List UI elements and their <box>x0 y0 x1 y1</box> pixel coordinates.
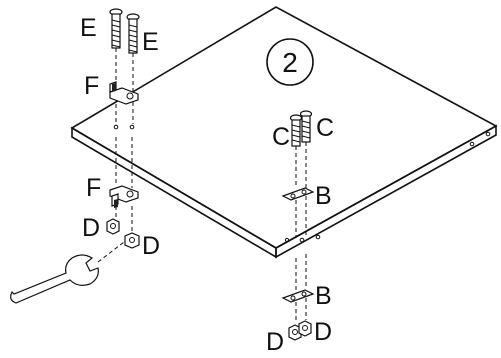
step-number: 2 <box>282 47 298 78</box>
label-b-top: B <box>315 182 332 210</box>
screws-e: E E <box>80 8 159 124</box>
shelf-panel <box>70 6 498 259</box>
label-d-left-2: D <box>142 232 160 260</box>
label-b-bottom: B <box>315 282 332 310</box>
bracket-f-top: F <box>84 72 139 105</box>
label-c-left: C <box>272 123 290 151</box>
plate-b-top: B <box>281 182 332 210</box>
screws-c: C C <box>272 110 334 190</box>
label-f-top: F <box>84 72 99 100</box>
label-d-left-1: D <box>82 214 100 242</box>
label-d-right-1: D <box>266 328 284 356</box>
plate-b-bottom: B <box>281 282 332 310</box>
label-d-right-2: D <box>314 318 332 346</box>
nuts-d-left: D D <box>82 214 160 260</box>
label-f-bottom: F <box>86 174 101 202</box>
label-e-left: E <box>80 14 97 42</box>
label-c-right: C <box>316 114 334 142</box>
wrench-icon <box>10 241 125 304</box>
label-e-right: E <box>142 28 159 56</box>
step-badge: 2 <box>266 38 314 86</box>
nuts-d-right: D D <box>266 318 332 356</box>
bracket-f-bottom: F <box>86 174 139 208</box>
